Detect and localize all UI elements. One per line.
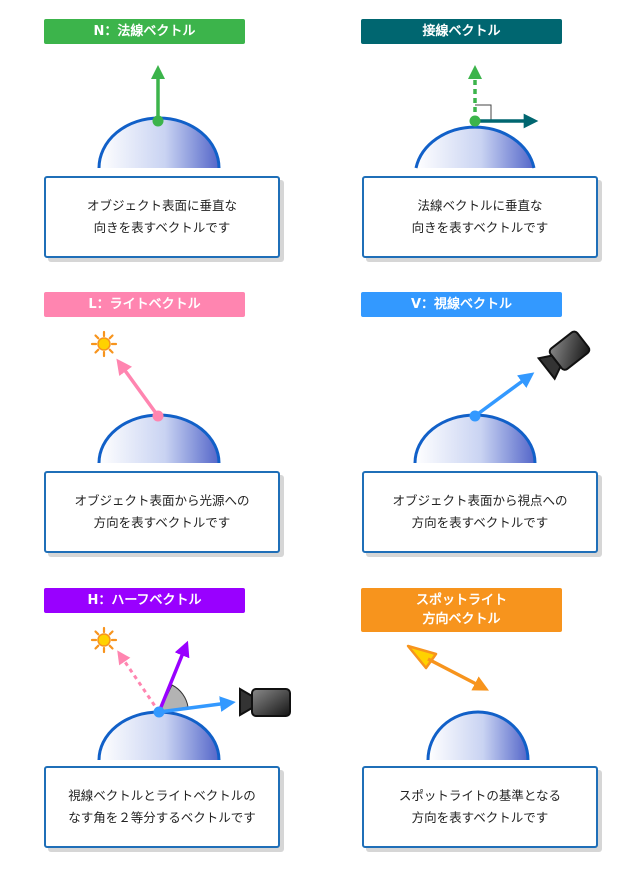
description-box: オブジェクト表面から視点への 方向を表すベクトルです bbox=[362, 471, 598, 553]
view-arrow bbox=[158, 696, 236, 714]
description-line: 方向を表すベクトルです bbox=[411, 810, 549, 825]
panel-light-vector: L：ライトベクトル オブジェクト表面から光源への 方向を表すベクトルです bbox=[0, 292, 320, 585]
view-vector-diagram bbox=[413, 330, 591, 464]
hemisphere bbox=[97, 710, 221, 761]
normal-vector-diagram bbox=[97, 65, 221, 169]
hemisphere bbox=[414, 125, 536, 169]
panel-title-line: スポットライト bbox=[415, 593, 507, 608]
description-line: 方向を表すベクトルです bbox=[93, 515, 231, 530]
description-line: 視線ベクトルとライトベクトルの bbox=[68, 788, 256, 803]
description-line: なす角を２等分するベクトルです bbox=[68, 810, 256, 825]
description-box: スポットライトの基準となる 方向を表すベクトルです bbox=[362, 766, 598, 848]
spotlight-icon bbox=[406, 644, 438, 670]
surface-point bbox=[469, 115, 481, 127]
description-box: オブジェクト表面に垂直な 向きを表すベクトルです bbox=[44, 176, 280, 258]
description-box: 法線ベクトルに垂直な 向きを表すベクトルです bbox=[362, 176, 598, 258]
surface-point bbox=[469, 410, 481, 422]
description-line: オブジェクト表面から視点への bbox=[392, 493, 568, 508]
description-line: オブジェクト表面から光源への bbox=[74, 493, 250, 508]
panel-tangent-vector: 接線ベクトル 法線ベクトルに垂直な 向きを表すベクトルです bbox=[318, 0, 638, 290]
sun-icon bbox=[90, 330, 118, 358]
description-line: 向きを表すベクトルです bbox=[93, 220, 231, 235]
half-arrow bbox=[157, 640, 190, 713]
surface-point bbox=[152, 410, 164, 422]
camera-icon bbox=[239, 687, 291, 717]
view-arrow bbox=[473, 372, 535, 418]
half-vector-diagram bbox=[90, 626, 291, 761]
light-vector-diagram bbox=[90, 330, 221, 464]
panel-view-vector: V：視線ベクトル オブジェクト表面から視点への 方向を表すベクトルです bbox=[318, 292, 638, 585]
panel-title: N：法線ベクトル bbox=[44, 19, 245, 44]
surface-point bbox=[152, 115, 164, 127]
hemisphere bbox=[97, 413, 221, 464]
spotlight-diagram bbox=[406, 644, 530, 761]
light-arrow bbox=[116, 358, 160, 418]
light-dashed-arrow bbox=[117, 650, 161, 713]
tangent-vector-diagram bbox=[414, 65, 539, 169]
description-line: スポットライトの基準となる bbox=[398, 788, 562, 803]
panel-title: H：ハーフベクトル bbox=[44, 588, 245, 613]
panel-spotlight-direction: スポットライト 方向ベクトル スポットライトの基準となる 方向を表すベクトルです bbox=[318, 588, 638, 880]
panel-normal-vector: N：法線ベクトル オブジェクト表面に垂直な 向きを表すベクトルです bbox=[0, 0, 320, 290]
description-box: オブジェクト表面から光源への 方向を表すベクトルです bbox=[44, 471, 280, 553]
description-line: オブジェクト表面に垂直な bbox=[86, 198, 237, 213]
hemisphere bbox=[413, 413, 537, 464]
right-angle-mark bbox=[475, 104, 492, 121]
spot-direction-arrow bbox=[427, 657, 489, 691]
panel-half-vector: H：ハーフベクトル 視線ベクトルとライトベクトルの なす角を２等分するベクトルで… bbox=[0, 588, 320, 880]
surface-point bbox=[153, 706, 165, 718]
description-line: 向きを表すベクトルです bbox=[411, 220, 549, 235]
description-line: 方向を表すベクトルです bbox=[411, 515, 549, 530]
panel-title: 接線ベクトル bbox=[361, 19, 562, 44]
sun-icon bbox=[90, 626, 118, 654]
panel-title-line: 方向ベクトル bbox=[422, 612, 501, 627]
panel-title: L：ライトベクトル bbox=[44, 292, 245, 317]
description-box: 視線ベクトルとライトベクトルの なす角を２等分するベクトルです bbox=[44, 766, 280, 848]
hemisphere bbox=[426, 710, 530, 761]
panel-title: V：視線ベクトル bbox=[361, 292, 562, 317]
description-line: 法線ベクトルに垂直な bbox=[417, 198, 543, 213]
panel-title: スポットライト 方向ベクトル bbox=[361, 588, 562, 632]
camera-icon bbox=[536, 330, 591, 381]
